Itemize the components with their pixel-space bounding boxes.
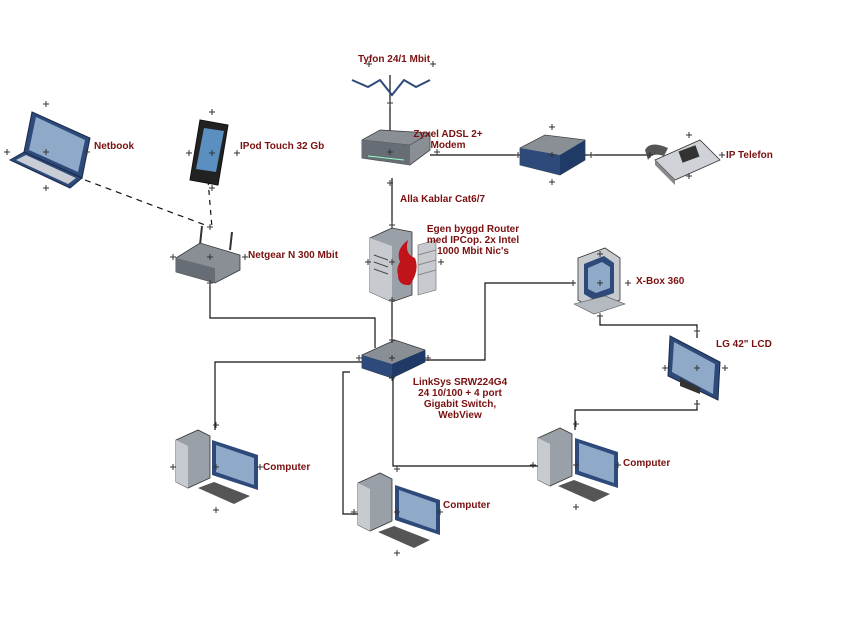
ipod-label: IPod Touch 32 Gb (240, 141, 325, 152)
switch-label-line1: LinkSys SRW224G4 (412, 377, 508, 388)
link-xbox-tv (599, 315, 698, 338)
netbook-icon (8, 111, 91, 189)
router-label-line1: Egen byggd Router (426, 224, 520, 235)
netbook-label: Netbook (94, 141, 134, 152)
wireless-ipod (207, 179, 213, 229)
voip-adapter-icon (519, 134, 586, 176)
computer-icon-2 (357, 472, 440, 548)
router-label-line2: med IPCop. 2x Intel (426, 235, 520, 246)
router-label-line3: 1000 Mbit Nic's (437, 246, 509, 257)
wireless-netbook (84, 179, 206, 226)
switch-label-line4: WebView (438, 410, 482, 421)
modem-label-line1: Zyxel ADSL 2+ (413, 129, 483, 140)
router-server-icon (369, 227, 437, 303)
tv-label: LG 42" LCD (716, 339, 772, 350)
link-tv-pc3 (574, 400, 698, 430)
router-label: Egen byggd Router med IPCop. 2x Intel 10… (420, 224, 526, 257)
computer-icon-1 (175, 429, 258, 504)
wifi-router-icon (175, 225, 241, 284)
internet-label: Tyfon 24/1 Mbit (358, 54, 431, 65)
selection-handles (4, 61, 728, 556)
ip-phone-icon (645, 139, 721, 185)
phone-label: IP Telefon (726, 150, 773, 161)
internet-antenna-icon (351, 78, 431, 97)
link-switch-pc1 (214, 361, 365, 430)
switch-label-line2: 24 10/100 + 4 port (418, 388, 502, 399)
modem-icon (361, 129, 431, 166)
switch-icon (361, 339, 426, 379)
computer-icon-3 (537, 427, 618, 502)
xbox-label: X-Box 360 (636, 276, 685, 287)
cable-label: Alla Kablar Cat6/7 (400, 194, 486, 205)
modem-label-line2: Modem (430, 140, 466, 151)
pc1-label: Computer (263, 462, 311, 473)
wifi-label: Netgear N 300 Mbit (248, 250, 339, 261)
pc3-label: Computer (623, 458, 671, 469)
switch-label-line3: Gigabit Switch, (423, 399, 497, 410)
xbox-icon (573, 247, 626, 315)
link-wifi-switch (209, 282, 376, 348)
link-switch-pc2 (342, 371, 358, 515)
firewall-flame-icon (397, 240, 417, 286)
link-switch-pc3 (392, 372, 540, 467)
modem-label: Zyxel ADSL 2+ Modem (408, 129, 488, 151)
switch-label: LinkSys SRW224G4 24 10/100 + 4 port Giga… (405, 377, 515, 421)
link-switch-xbox (420, 282, 575, 361)
pc2-label: Computer (443, 500, 491, 511)
